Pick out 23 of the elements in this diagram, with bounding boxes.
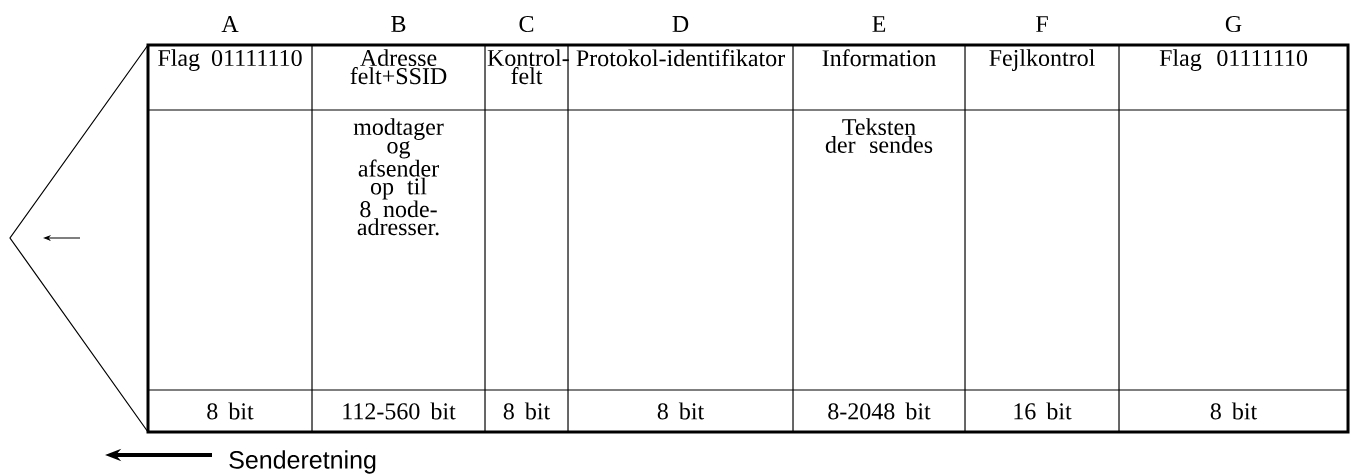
cell-text: Flag 01111110	[1159, 49, 1308, 72]
cell-text: Teksten der sendes	[825, 118, 933, 153]
cell-text: 112-560 bit	[343, 402, 456, 420]
cell-text: Protokol-identifikator	[576, 49, 785, 67]
column-letter: F	[1036, 16, 1048, 32]
cell-text: modtager og afsender op til 8 node-adresser.	[353, 118, 444, 236]
cell-text: Information	[822, 49, 936, 67]
column-letter: B	[391, 16, 406, 32]
cell-text: Flag 01111110	[158, 49, 302, 72]
column-letter: C	[519, 15, 534, 33]
cell-text: 8 bit	[657, 402, 705, 420]
column-letter: E	[872, 16, 886, 32]
cell-text: 8 bit	[207, 402, 254, 420]
cell-text: 16 bit	[1014, 402, 1072, 420]
cell-text: 8 bit	[503, 402, 551, 420]
column-letter: D	[672, 16, 689, 32]
caption: Senderetning	[229, 450, 376, 474]
cell-text: Adresse felt+SSID	[350, 49, 447, 85]
cell-text: 8 bit	[1210, 402, 1258, 420]
column-letter: G	[1225, 15, 1242, 33]
cell-text: 8-2048 bit	[828, 402, 931, 420]
column-letter: A	[221, 16, 239, 32]
cell-text: Fejlkontrol	[989, 49, 1095, 71]
